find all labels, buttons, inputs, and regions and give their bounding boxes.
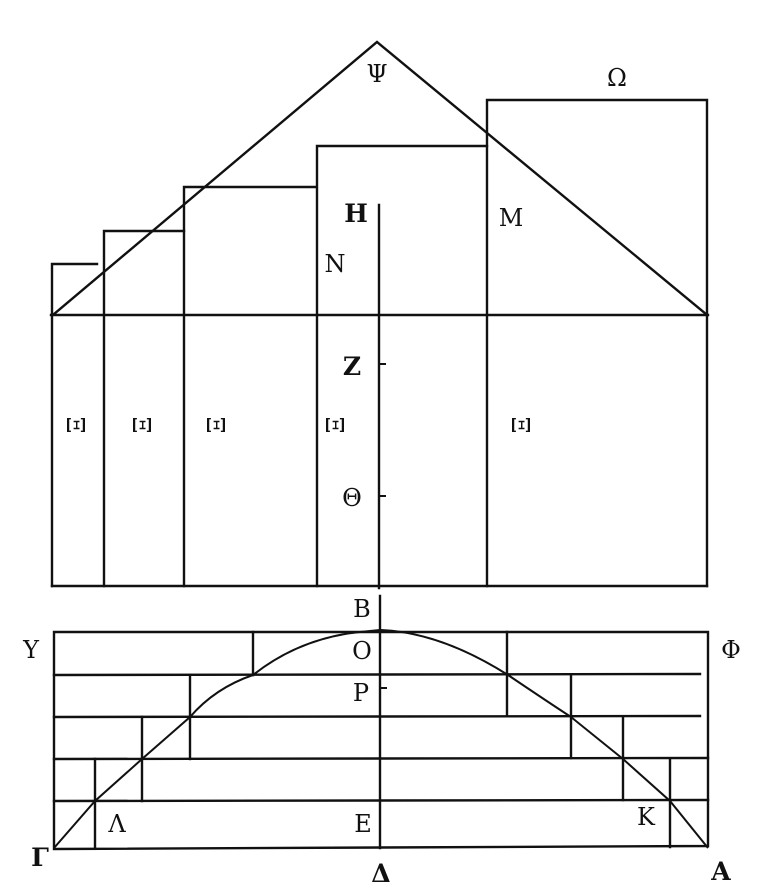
- label-lambda: Λ: [107, 810, 126, 838]
- rectangle-omega: [485, 98, 709, 588]
- label-xi-5: Ξ: [506, 417, 534, 434]
- strip-line-4: [52, 798, 710, 803]
- label-xi-2: Ξ: [127, 417, 155, 434]
- label-psi: Ψ: [366, 60, 387, 88]
- outer-rectangle: [52, 630, 710, 851]
- label-xi-1: Ξ: [61, 417, 89, 434]
- label-zeta: Z: [343, 352, 361, 381]
- label-xi-4: Ξ: [320, 417, 348, 434]
- label-upsilon: Υ: [22, 636, 40, 664]
- strip-line-2: [52, 714, 702, 719]
- label-phi: Φ: [721, 636, 741, 664]
- label-delta: Δ: [371, 859, 390, 888]
- label-theta: Θ: [342, 484, 362, 512]
- rectangle-1: [50, 262, 99, 588]
- label-beta: B: [353, 595, 371, 623]
- label-epsilon: E: [354, 810, 372, 838]
- label-nu: N: [325, 250, 346, 278]
- label-gamma: Γ: [31, 843, 49, 872]
- rectangle-4: [315, 144, 489, 588]
- triangle: [52, 40, 708, 316]
- rectangle-3: [182, 185, 318, 588]
- label-omicron: O: [352, 637, 372, 665]
- label-omega: Ω: [607, 64, 627, 92]
- parabola: [53, 628, 709, 849]
- label-mu: M: [499, 204, 524, 232]
- upper-figure: Ψ Ω H M N Z Θ Ξ Ξ Ξ Ξ Ξ: [49, 40, 710, 590]
- rectangle-2: [102, 229, 186, 588]
- strip-line-1: [52, 672, 702, 677]
- label-eta: H: [344, 199, 368, 228]
- label-kappa: K: [637, 803, 656, 831]
- label-xi-3: Ξ: [201, 417, 229, 434]
- label-rho: P: [353, 679, 369, 707]
- lower-figure: B O P E Υ Φ Λ K Γ Δ A: [22, 594, 741, 888]
- strip-line-3: [52, 756, 710, 761]
- label-alpha: A: [710, 857, 731, 886]
